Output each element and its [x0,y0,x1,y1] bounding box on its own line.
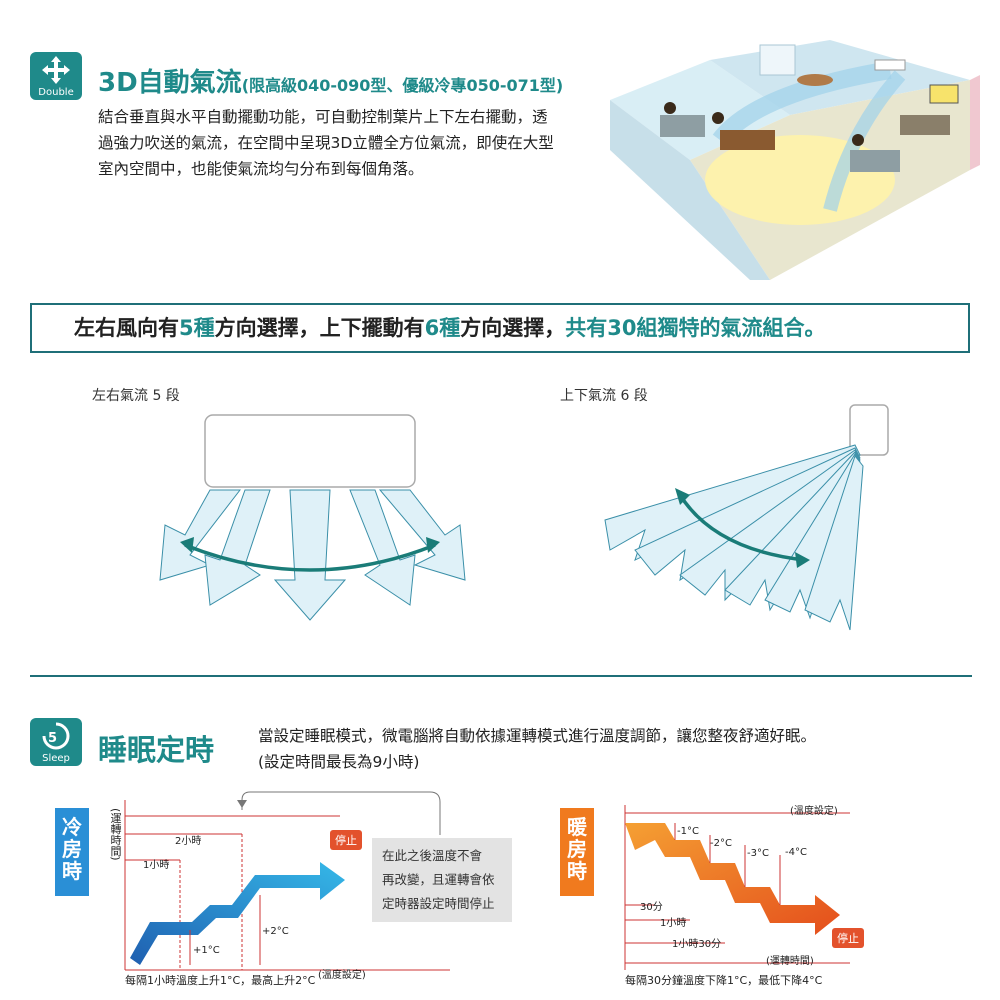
cooling-2h-label: 2小時 [175,836,202,847]
airflow-combination-banner: 左右風向有5種方向選擇，上下擺動有6種方向選擇，共有30組獨特的氣流組合。 [30,303,970,353]
sleep-icon-box: 5 Sleep [30,718,82,766]
section2-description: 當設定睡眠模式，微電腦將自動依據運轉模式進行溫度調節，讓您整夜舒適好眠。 (設定… [258,727,817,771]
cooling-tag: 冷房時 [55,808,89,896]
section1-description: 結合垂直與水平自動擺動功能，可自動控制葉片上下左右擺動，透 過強力吹送的氣流，在… [98,108,554,178]
cooling-note: 在此之後溫度不會 再改變，且運轉會依 定時器設定時間停止 [372,838,512,922]
cross-arrows-icon [42,56,70,84]
cooling-plus1: +1°C [193,945,220,956]
cooling-footer: 每隔1小時溫度上升1°C，最高上升2°C [125,974,316,987]
run-time-axis-label: (運轉時間) [109,808,122,861]
up-down-airflow-diagram [604,404,889,631]
section2-title: 睡眠定時 [98,733,215,767]
heating-chart [624,805,850,970]
heating-1h-label: 1小時 [660,918,687,929]
double-airflow-icon: Double [30,52,82,100]
svg-text:5: 5 [48,731,57,746]
title-note: (限高級040-090型、優級冷專050-071型) [241,76,564,95]
heating-minus2: -2°C [710,838,732,849]
heating-temp-set-label: (溫度設定) [790,806,838,817]
sleep-icon: 5 [42,722,70,750]
heating-footer: 每隔30分鐘溫度下降1°C，最低下降4°C [625,974,823,987]
heating-90min-label: 1小時30分 [672,939,722,950]
heating-30min-label: 30分 [640,902,663,913]
cooling-plus2: +2°C [262,926,289,937]
icon-label: Double [38,87,74,98]
section-divider [30,675,972,677]
up-down-airflow-caption: 上下氣流 6 段 [560,388,648,404]
cooling-temp-set-label: (溫度設定) [318,970,366,981]
section1-title: 3D自動氣流(限高級040-090型、優級冷專050-071型) [98,68,564,98]
icon-label: Sleep [42,753,70,764]
heating-tag: 暖房時 [560,808,594,896]
heating-minus4: -4°C [785,847,807,858]
cooling-1h-label: 1小時 [143,860,170,871]
room-illustration [610,40,980,280]
heating-minus1: -1°C [677,826,699,837]
cooling-chart [124,791,450,971]
cooling-stop-badge: 停止 [330,830,362,850]
left-right-airflow-diagram [159,414,466,621]
left-right-airflow-caption: 左右氣流 5 段 [92,388,180,404]
heating-stop-badge: 停止 [832,928,864,948]
heating-runtime-label: (運轉時間) [766,956,814,967]
heating-minus3: -3°C [747,848,769,859]
